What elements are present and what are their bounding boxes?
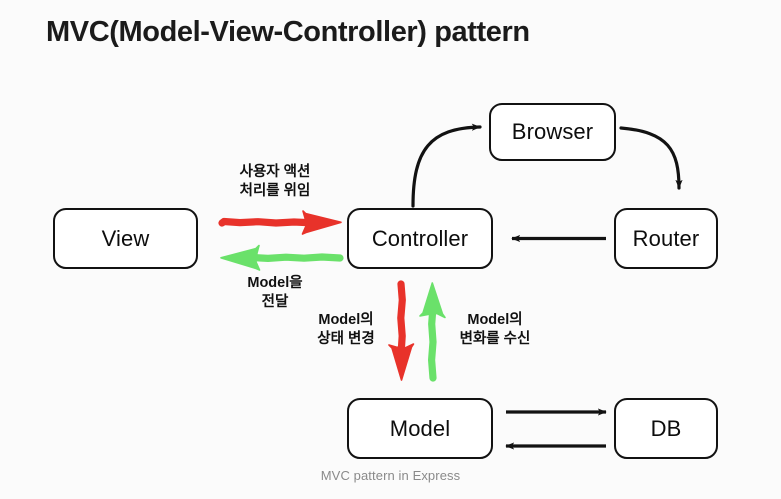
node-controller[interactable]: Controller — [347, 208, 493, 269]
node-model-label: Model — [389, 415, 451, 441]
node-browser[interactable]: Browser — [489, 103, 616, 161]
node-router-label: Router — [632, 225, 700, 251]
node-view-label: View — [101, 225, 150, 251]
node-db-label: DB — [650, 415, 682, 441]
edge-label-state-notify: Model의 변화를 수신 — [459, 312, 531, 348]
diagram-caption: MVC pattern in Express — [320, 468, 461, 483]
edge-label-state-change: Model의 상태 변경 — [317, 312, 375, 348]
edge-controller-to-view — [220, 244, 344, 271]
node-router[interactable]: Router — [614, 208, 718, 269]
edge-view-to-controller — [218, 210, 342, 235]
edge-controller-to-browser — [411, 123, 482, 208]
node-browser-label: Browser — [511, 119, 594, 144]
edge-label-model-pass: Model을 전달 — [247, 275, 303, 311]
node-controller-label: Controller — [371, 225, 469, 251]
page-title: MVC(Model-View-Controller) pattern — [46, 16, 530, 48]
node-model[interactable]: Model — [347, 398, 493, 459]
edge-label-delegate: 사용자 액션 처리를 위임 — [239, 164, 311, 200]
edge-browser-to-router — [619, 126, 683, 190]
node-view[interactable]: View — [53, 208, 198, 269]
node-db[interactable]: DB — [614, 398, 718, 459]
